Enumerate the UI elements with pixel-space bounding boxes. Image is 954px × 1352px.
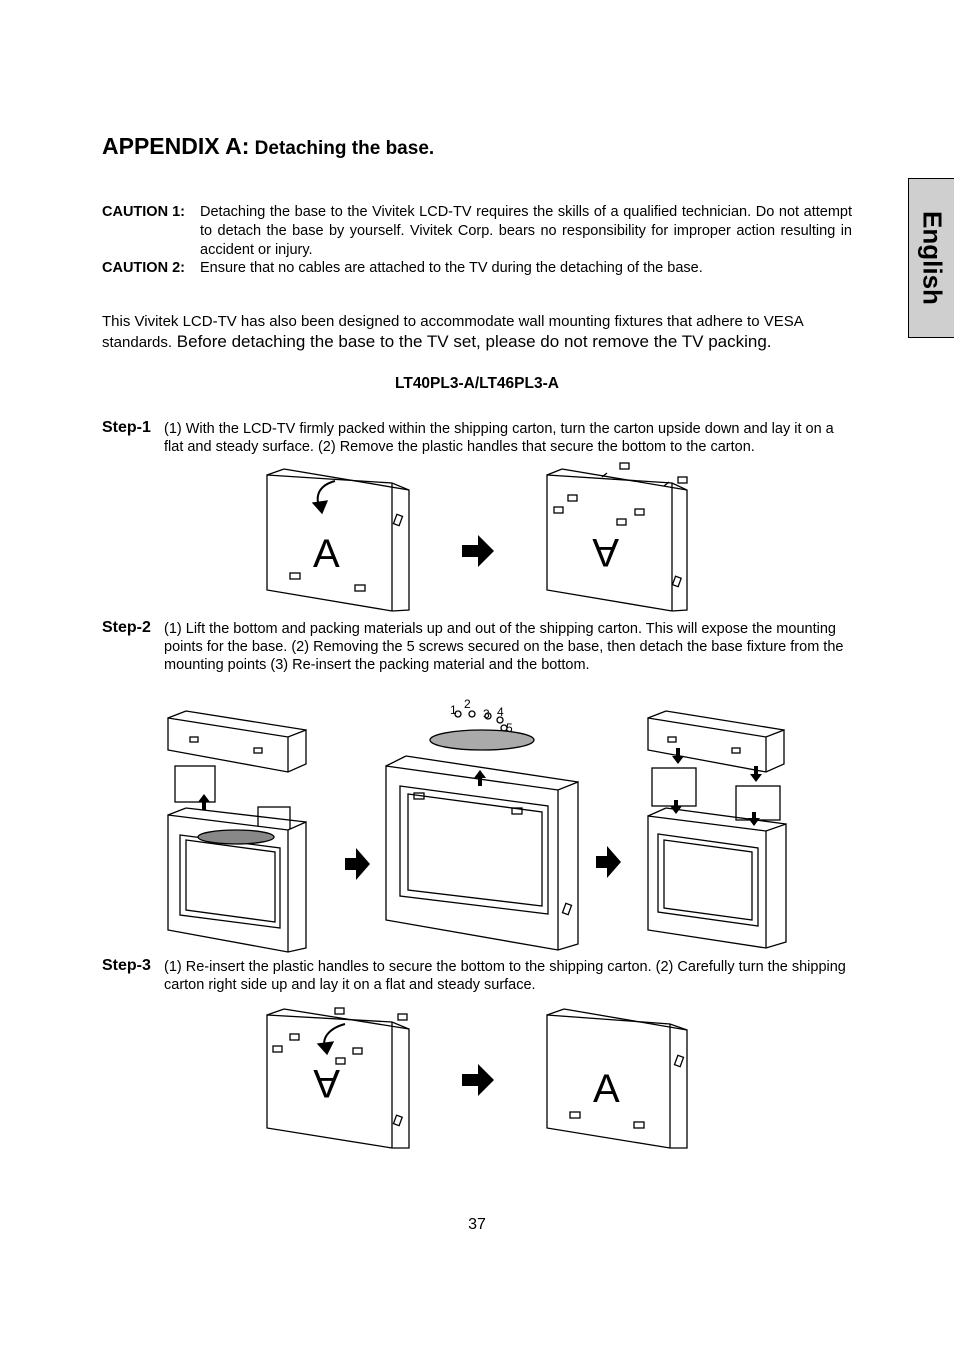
title-prefix: APPENDIX A:	[102, 133, 250, 159]
carton-flipped-step3	[266, 1007, 410, 1149]
carton-bottom-lid-right	[647, 710, 785, 773]
arrow-1	[462, 535, 494, 567]
caution-2-text: Ensure that no cables are attached to th…	[200, 260, 703, 276]
caution-1-label: CAUTION 1:	[102, 204, 185, 220]
model-heading: LT40PL3-A/LT46PL3-A	[395, 375, 559, 392]
intro-part-2: Before detaching the base to the TV set,…	[172, 332, 772, 351]
page-number: 37	[468, 1216, 486, 1233]
step-1-label: Step-1	[102, 419, 151, 436]
caution-2: CAUTION 2: Ensure that no cables are att…	[102, 259, 852, 278]
carton-letter-upright-step3: A	[593, 1067, 620, 1111]
step-1: Step-1 (1) With the LCD-TV firmly packed…	[102, 419, 854, 456]
screw-number-1: 1	[450, 703, 457, 717]
page-title: APPENDIX A: Detaching the base.	[102, 133, 434, 160]
screw-number-5: 5	[506, 721, 513, 735]
carton-flipped	[546, 462, 688, 612]
step-2: Step-2 (1) Lift the bottom and packing m…	[102, 619, 854, 674]
arrow-3	[462, 1064, 494, 1096]
screw-number-2: 2	[464, 697, 471, 711]
arrow-2a	[345, 848, 370, 880]
language-tab-label: English	[917, 211, 947, 305]
base-fixture	[429, 729, 535, 751]
open-carton-right	[647, 807, 787, 949]
intro-part-1: This Vivitek LCD-TV has also been design…	[102, 313, 803, 351]
caution-2-label: CAUTION 2:	[102, 260, 185, 276]
carton-upright	[266, 468, 410, 612]
caution-1: CAUTION 1: Detaching the base to the Viv…	[102, 203, 852, 260]
intro-paragraph: This Vivitek LCD-TV has also been design…	[102, 312, 854, 353]
carton-letter-upright: A	[313, 532, 340, 576]
caution-1-text: Detaching the base to the Vivitek LCD-TV…	[200, 204, 852, 258]
step-3-figure: A A	[266, 1007, 688, 1149]
step-2-figure: 1 2 3 4 5	[167, 697, 787, 953]
carton-letter-flipped-step3: A	[313, 1061, 340, 1105]
carton-bottom-lid	[167, 710, 307, 773]
carton-letter-flipped: A	[592, 530, 619, 574]
open-carton-center	[385, 755, 579, 951]
language-tab: English	[908, 178, 954, 338]
arrow-2b	[596, 846, 621, 878]
step-2-text: (1) Lift the bottom and packing material…	[164, 621, 844, 673]
step-1-figure: A A	[266, 462, 688, 612]
screw-number-4: 4	[497, 705, 504, 719]
carton-upright-final	[546, 1008, 688, 1149]
screw-number-3: 3	[483, 707, 490, 721]
step-1-text: (1) With the LCD-TV firmly packed within…	[164, 421, 834, 455]
step-3-label: Step-3	[102, 957, 151, 974]
step-2-label: Step-2	[102, 619, 151, 636]
title-text: Detaching the base.	[249, 138, 435, 159]
packing-block-left	[174, 765, 216, 803]
step-3-text: (1) Re-insert the plastic handles to sec…	[164, 959, 846, 993]
step-3: Step-3 (1) Re-insert the plastic handles…	[102, 957, 854, 994]
open-carton-left	[167, 807, 307, 953]
